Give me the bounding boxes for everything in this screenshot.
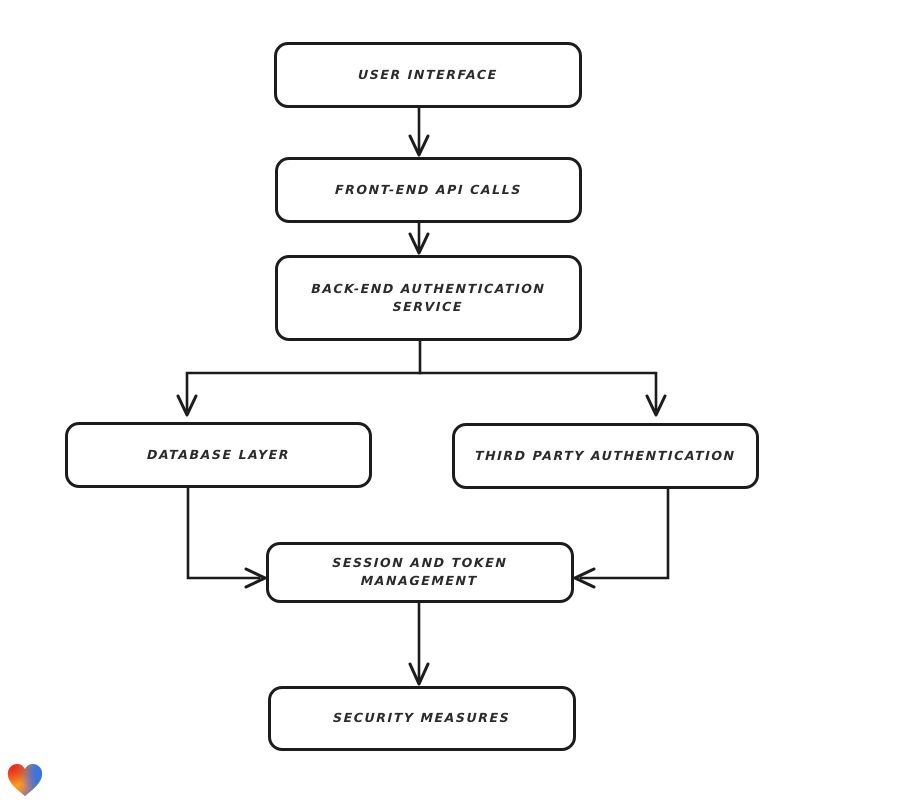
edge-frontend-api-to-backend-auth	[408, 221, 430, 255]
edge-database-layer-to-session-token	[186, 486, 267, 589]
node-security-measures-label: Security Measures	[333, 710, 511, 726]
node-third-party-authentication-label: Third Party Authentication	[474, 447, 737, 463]
heart-icon	[7, 764, 43, 797]
node-frontend-api-calls-label: Front-End API Calls	[334, 181, 523, 197]
node-database-layer[interactable]: Database Layer	[65, 422, 372, 488]
node-backend-authentication-service-label: Back-End Authentication Service	[311, 280, 547, 314]
node-frontend-api-calls[interactable]: Front-End API Calls	[275, 157, 582, 223]
edge-third-party-auth-to-session-token	[573, 487, 670, 589]
edge-session-token-to-security-measures	[408, 601, 430, 686]
node-session-and-token-management[interactable]: Session and Token Management	[266, 542, 574, 603]
node-user-interface-label: User Interface	[357, 66, 499, 82]
node-third-party-authentication[interactable]: Third Party Authentication	[452, 423, 759, 489]
node-security-measures[interactable]: Security Measures	[268, 686, 576, 751]
node-user-interface[interactable]: User Interface	[274, 42, 582, 108]
edge-backend-auth-to-third-party-auth	[418, 371, 667, 417]
node-backend-authentication-service[interactable]: Back-End Authentication Service	[275, 255, 582, 341]
node-session-and-token-management-label: Session and Token Management	[332, 555, 509, 589]
edge-backend-auth-to-database-layer	[176, 371, 422, 417]
edge-user-interface-to-frontend-api	[408, 106, 430, 157]
node-database-layer-label: Database Layer	[146, 446, 291, 462]
